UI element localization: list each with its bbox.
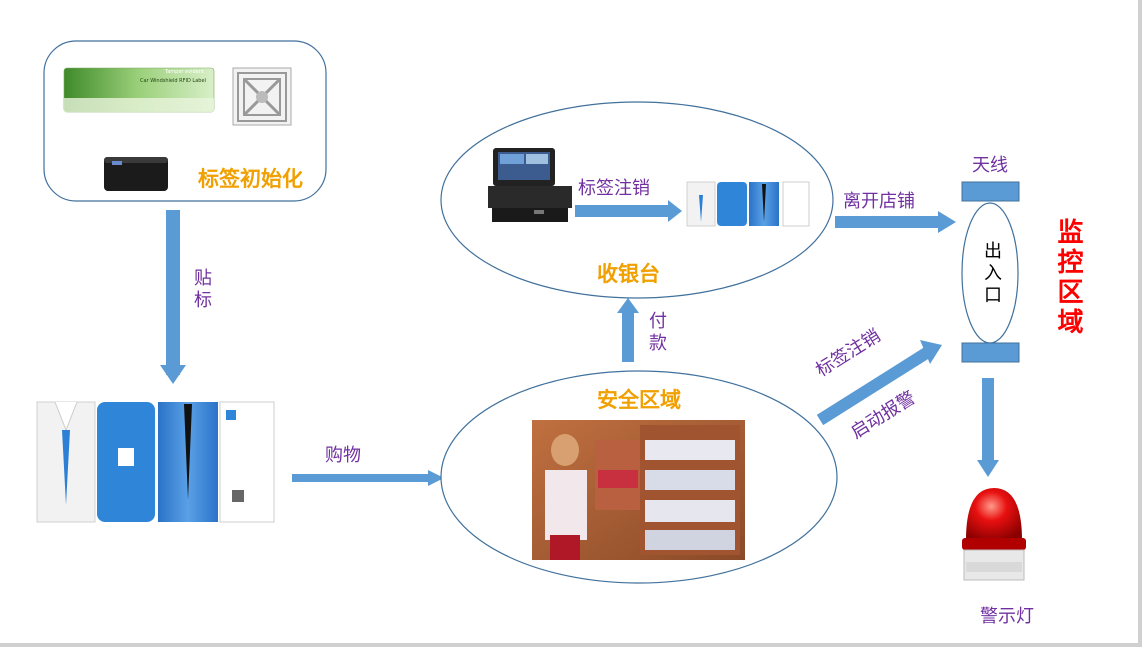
shopping-photo bbox=[532, 420, 745, 560]
antenna-label: 天线 bbox=[972, 155, 1008, 176]
leave-store-label: 离开店铺 bbox=[843, 191, 915, 212]
cash-register-image bbox=[488, 148, 572, 222]
antenna-top bbox=[961, 181, 1020, 202]
clothing-tags-image bbox=[35, 400, 280, 528]
rfid-card-image bbox=[63, 67, 215, 113]
tag-cancel-top-label: 标签注销 bbox=[578, 178, 650, 199]
clothing-tags-small-image bbox=[685, 180, 813, 228]
rfid-card-title: Car Windshield RFID Label bbox=[140, 78, 206, 84]
entrance-label: 出入口 bbox=[981, 241, 1002, 307]
rfid-card-header: Tamper evident bbox=[165, 69, 204, 75]
antenna-bottom bbox=[961, 342, 1020, 363]
tag-init-label: 标签初始化 bbox=[198, 167, 303, 191]
alarm-light-image bbox=[962, 488, 1026, 581]
safe-zone-label: 安全区域 bbox=[597, 388, 681, 412]
monitor-zone-label: 监控区域 bbox=[1053, 218, 1083, 338]
alarm-light-label: 警示灯 bbox=[980, 606, 1034, 627]
payment-label: 付款 bbox=[646, 311, 667, 355]
arrow-alarm bbox=[816, 346, 932, 426]
shopping-label: 购物 bbox=[325, 445, 361, 466]
rfid-inlay-image bbox=[232, 67, 292, 126]
rfid-reader-image bbox=[104, 157, 168, 191]
entrance-ellipse bbox=[961, 202, 1019, 344]
cashier-label: 收银台 bbox=[597, 262, 660, 286]
stick-tag-label: 贴标 bbox=[191, 268, 212, 312]
